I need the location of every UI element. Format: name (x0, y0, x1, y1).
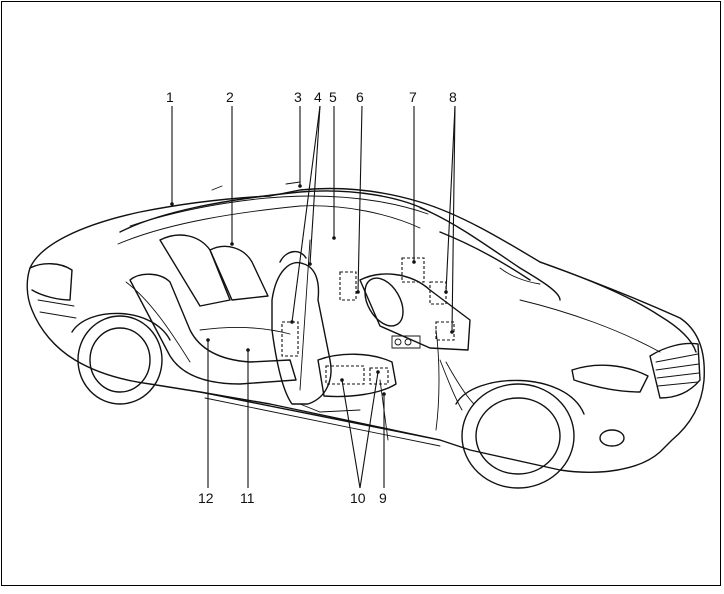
callout-6: 6 (356, 89, 364, 105)
seatbelt-module (340, 272, 356, 300)
callout-5: 5 (329, 89, 337, 105)
leader-lines (170, 106, 455, 488)
curtain-airbag (130, 182, 430, 226)
callout-4: 4 (314, 89, 322, 105)
callout-3: 3 (294, 89, 302, 105)
callout-9: 9 (379, 490, 387, 506)
callout-1: 1 (166, 89, 174, 105)
rear-seat (130, 235, 296, 384)
callout-2: 2 (226, 89, 234, 105)
car-body (27, 189, 704, 473)
side-airbag-module (282, 322, 298, 356)
dashboard (357, 258, 540, 350)
callout-8: 8 (449, 89, 457, 105)
front-seat (272, 252, 396, 412)
seat-sensor-right (370, 368, 388, 384)
front-wheel (456, 380, 584, 488)
callout-labels: 1 2 3 4 5 6 7 8 9 10 11 12 (166, 89, 457, 506)
callout-10: 10 (350, 490, 366, 506)
callout-11: 11 (240, 490, 255, 506)
callout-7: 7 (409, 89, 417, 105)
steering-wheel (357, 271, 411, 332)
callout-12: 12 (198, 490, 214, 506)
